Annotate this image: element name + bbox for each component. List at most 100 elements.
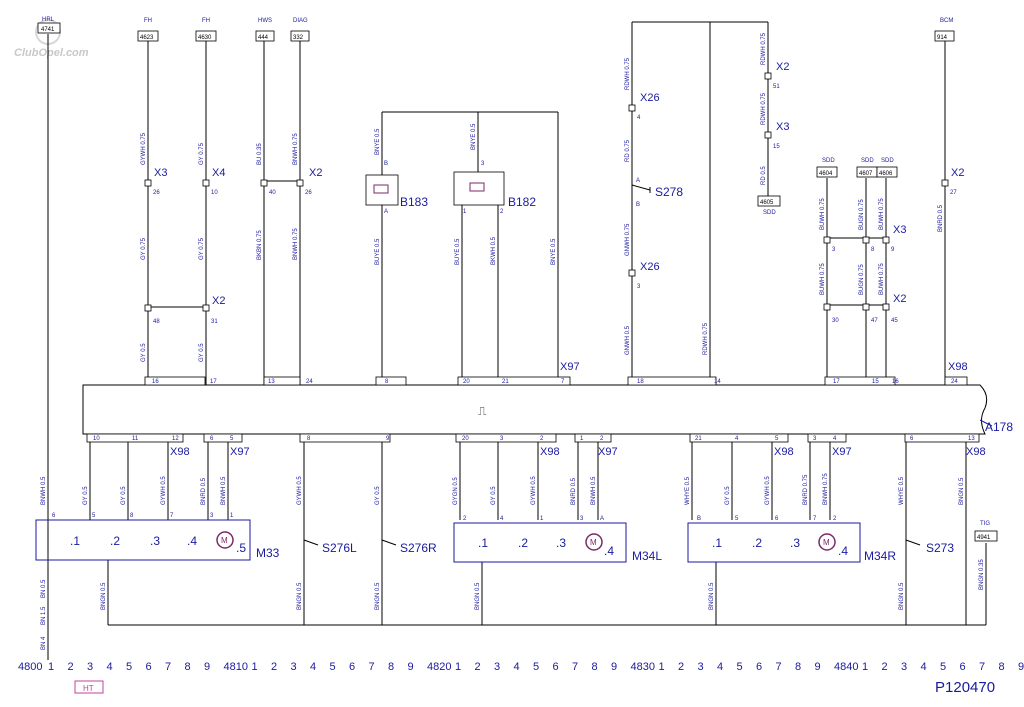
footer-digit: 9 [1018, 661, 1024, 673]
svg-text:4: 4 [637, 115, 641, 121]
svg-text:1: 1 [580, 436, 584, 442]
svg-text:20: 20 [462, 436, 469, 442]
connector-x97: X97 [832, 446, 852, 458]
svg-text:GY 0.75: GY 0.75 [199, 237, 205, 260]
sensor-b183[interactable]: B A B183 [365, 161, 428, 215]
svg-text:GYWH 0.5: GYWH 0.5 [765, 476, 771, 505]
svg-text:BNGN 0.5: BNGN 0.5 [899, 582, 905, 610]
switch-s273[interactable]: S273 [905, 539, 954, 555]
footer-digit: 4820 [427, 661, 451, 673]
svg-text:S273: S273 [926, 541, 954, 555]
svg-text:4604: 4604 [819, 171, 833, 177]
footer-digit: 1 [252, 661, 258, 673]
connector-x97: X97 [598, 446, 618, 458]
footer-digit: 4 [921, 661, 927, 673]
connector-x2: X2 [893, 293, 906, 305]
svg-text:31: 31 [211, 319, 218, 325]
motor-m34l[interactable]: 2 4 1 3 A .1 .2 .3 .4 M M34L [453, 516, 662, 563]
sdd-refs[interactable]: SDD 4604 SDD 4607 SDD 4606 4605 SDD [757, 158, 898, 216]
svg-text:BNRD 0.75: BNRD 0.75 [803, 474, 809, 505]
svg-text:6: 6 [910, 436, 914, 442]
svg-text:.4: .4 [604, 544, 614, 558]
footer-digit: 7 [165, 661, 171, 673]
ref-hrl[interactable]: HRL 4741 [37, 17, 61, 34]
svg-text:8: 8 [385, 379, 389, 385]
svg-text:.1: .1 [70, 534, 80, 548]
footer-digit: 1 [48, 661, 54, 673]
footer-digit: 8 [185, 661, 191, 673]
footer-digit: 4 [107, 661, 113, 673]
footer-digit: 4 [310, 661, 316, 673]
svg-text:GYGN 0.5: GYGN 0.5 [453, 477, 459, 505]
svg-text:BNGN 0.5: BNGN 0.5 [101, 582, 107, 610]
svg-text:BNRD 0.5: BNRD 0.5 [571, 477, 577, 505]
svg-text:BNGN 0.5: BNGN 0.5 [375, 582, 381, 610]
ref-fh-4630[interactable]: FH 4630 [195, 18, 217, 42]
switch-s278[interactable]: A B S278 [631, 178, 683, 208]
svg-text:2: 2 [833, 516, 837, 522]
svg-text:30: 30 [832, 318, 839, 324]
svg-text:17: 17 [833, 379, 840, 385]
svg-text:9: 9 [386, 436, 390, 442]
motor-m34r[interactable]: B 5 6 7 2 .1 .2 .3 .4 M M34R [687, 516, 896, 563]
ref-diag[interactable]: DIAG 332 [290, 18, 310, 42]
svg-text:BNWH 0.5: BNWH 0.5 [591, 476, 597, 505]
svg-text:7: 7 [561, 379, 565, 385]
footer-digit: 3 [87, 661, 93, 673]
svg-text:14: 14 [714, 379, 721, 385]
module-upper-pins: 16 17 13 24 8 20 21 7 18 14 17 15 16 24 [144, 376, 968, 386]
svg-text:GY 0.5: GY 0.5 [375, 486, 381, 505]
drawing-number: P120470 [935, 679, 995, 696]
lower-connector-labels: X98 X97 X98 X97 X98 X97 X98 [170, 446, 986, 458]
footer-digit: 5 [737, 661, 743, 673]
svg-text:BNWH 0.5: BNWH 0.5 [221, 476, 227, 505]
svg-text:SDD: SDD [822, 158, 835, 164]
ht-tag[interactable]: HT [74, 680, 104, 694]
svg-text:BNGN 0.5: BNGN 0.5 [475, 582, 481, 610]
ref-hws[interactable]: HWS 444 [255, 18, 275, 42]
svg-text:.1: .1 [712, 536, 722, 550]
svg-text:8: 8 [307, 436, 311, 442]
footer-digit: 3 [698, 661, 704, 673]
connector-x98: X98 [948, 361, 968, 373]
svg-text:SDD: SDD [861, 158, 874, 164]
svg-text:M: M [823, 538, 830, 547]
svg-text:BNWH 0.75: BNWH 0.75 [293, 228, 299, 260]
svg-text:.2: .2 [752, 536, 762, 550]
svg-text:4630: 4630 [198, 35, 212, 41]
svg-text:BN 0.5: BN 0.5 [41, 579, 47, 598]
svg-text:GY 0.5: GY 0.5 [725, 486, 731, 505]
ref-tig[interactable]: TIG 4941 [974, 521, 998, 542]
svg-text:B: B [636, 202, 640, 208]
ref-fh-4623[interactable]: FH 4623 [137, 18, 159, 42]
connector-x98: X98 [774, 446, 794, 458]
footer-digit: 3 [901, 661, 907, 673]
svg-text:BUWH 0.75: BUWH 0.75 [879, 198, 885, 230]
switch-s276r[interactable]: S276R [381, 539, 437, 555]
module-a178[interactable]: ⎍ A178 [82, 384, 1013, 435]
svg-text:FH: FH [144, 18, 152, 24]
svg-text:.3: .3 [150, 534, 160, 548]
motor-m33[interactable]: 6 5 8 7 3 1 .1 .2 .3 .4 .5 M M33 [35, 513, 280, 561]
svg-text:47: 47 [871, 318, 878, 324]
svg-text:BUWH 0.75: BUWH 0.75 [820, 198, 826, 230]
footer-digit: 9 [204, 661, 210, 673]
footer-digit: 5 [940, 661, 946, 673]
svg-text:.3: .3 [556, 536, 566, 550]
svg-text:BNGN 0.5: BNGN 0.5 [297, 582, 303, 610]
upper-x-pins: 26 10 40 26 48 31 4 3 51 15 27 3 8 9 30 … [153, 84, 957, 325]
connector-x26: X26 [640, 92, 660, 104]
svg-text:9: 9 [891, 247, 895, 253]
ref-bcm[interactable]: BCM 914 [934, 18, 955, 42]
svg-text:332: 332 [293, 35, 304, 41]
upper-connector-labels: X3 X4 X2 X2 X26 X26 X2 X3 X2 X3 X2 X97 X… [154, 61, 968, 373]
svg-text:BUYE 0.5: BUYE 0.5 [455, 238, 461, 265]
footer-digit: 3 [494, 661, 500, 673]
svg-text:6: 6 [52, 513, 56, 519]
svg-text:3: 3 [813, 436, 817, 442]
switch-s276l[interactable]: S276L [303, 539, 357, 555]
sensor-b182[interactable]: 3 1 2 B182 [453, 161, 536, 215]
svg-text:RDWH 0.75: RDWH 0.75 [625, 57, 631, 90]
svg-text:GYWH 0.5: GYWH 0.5 [161, 476, 167, 505]
